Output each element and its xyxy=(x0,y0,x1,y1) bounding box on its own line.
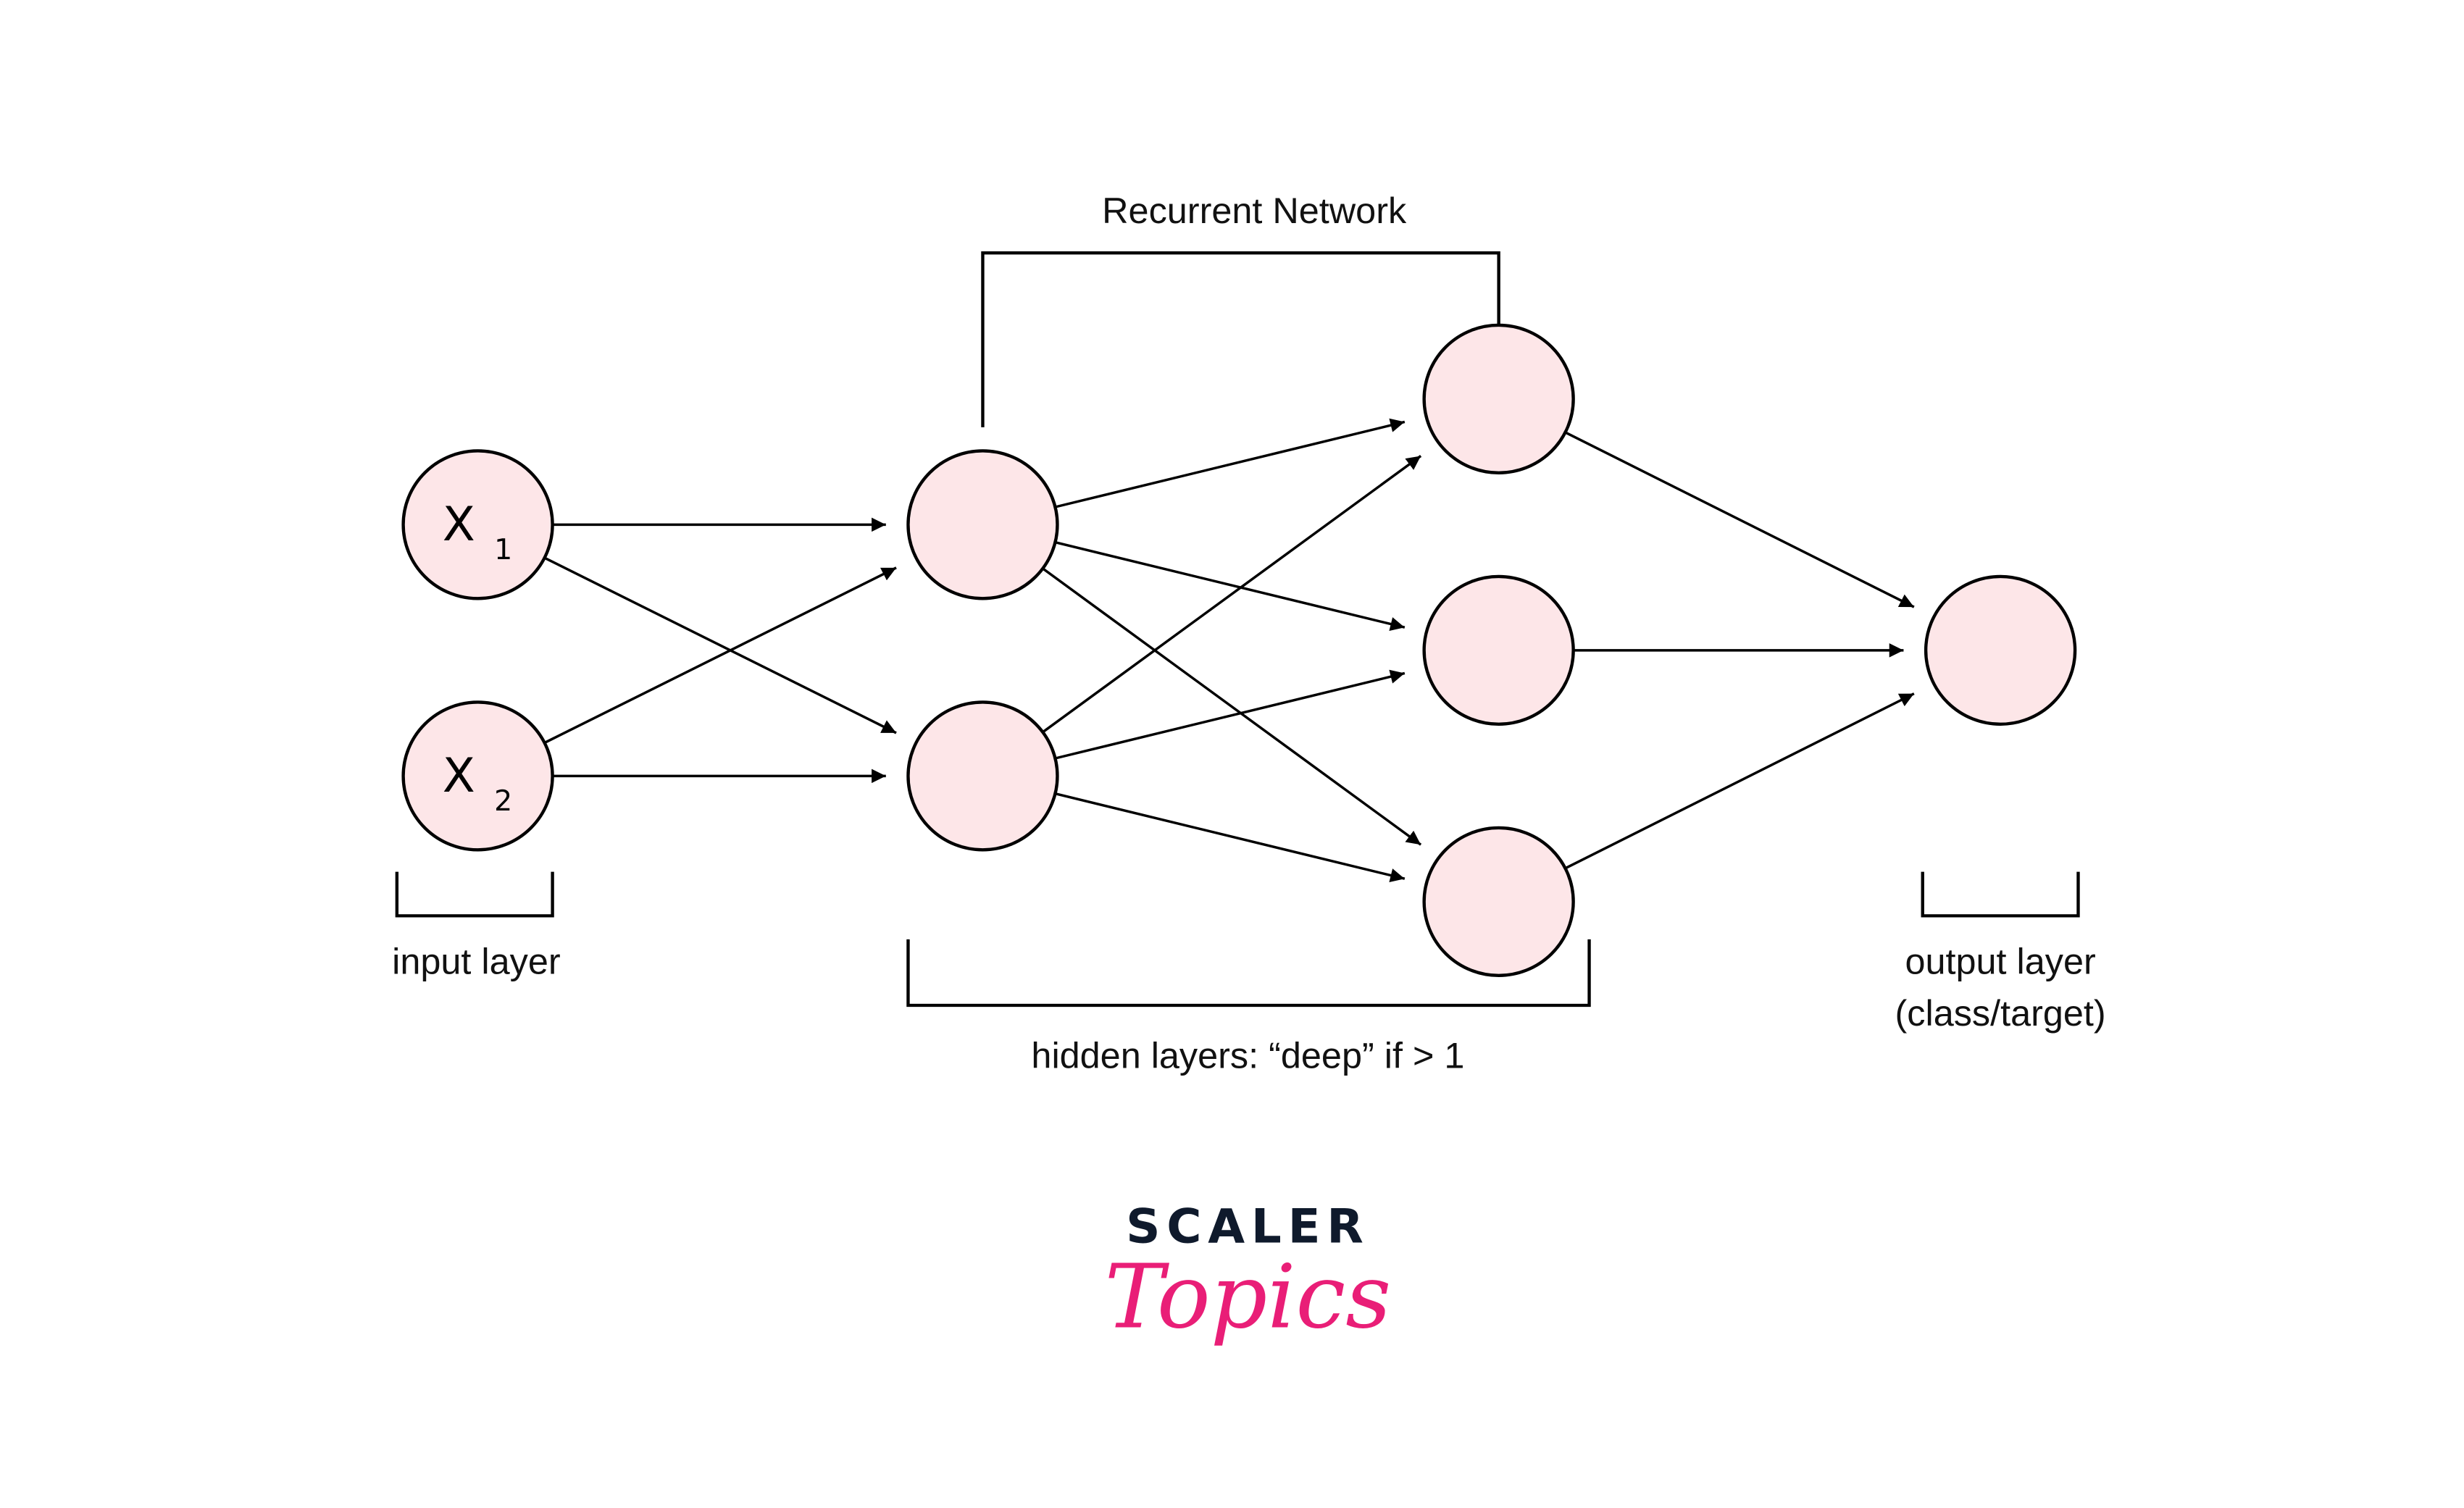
output-layer-sublabel: (class/target) xyxy=(1895,993,2106,1034)
node-h2a xyxy=(1422,323,1575,474)
node-h1a xyxy=(906,449,1059,600)
recurrent-network-title: Recurrent Network xyxy=(1102,190,1407,231)
hidden-layers-label: hidden layers: “deep” if > 1 xyxy=(1031,1036,1464,1076)
edge-h2a-to-out xyxy=(1564,431,1915,608)
brand-topics: Topics xyxy=(1105,1246,1392,1348)
input-layer-bracket xyxy=(395,871,554,918)
output-layer-bracket xyxy=(1921,871,2080,918)
node-h1b xyxy=(906,700,1059,852)
hidden-layers-bracket xyxy=(906,939,1591,1008)
recurrent-link-bracket xyxy=(981,251,1500,427)
input-layer-label: input layer xyxy=(392,942,560,982)
edge-h1a-to-h2a xyxy=(1055,418,1406,508)
edge-h1b-to-h2a xyxy=(1042,455,1422,734)
edge-h1a-to-h2c xyxy=(1042,567,1422,846)
edge-x1-to-h1b xyxy=(543,556,897,734)
brand-scaler: SCALER xyxy=(1126,1199,1369,1254)
node-label-x2: X xyxy=(443,748,475,803)
edge-h1b-to-h2b xyxy=(1055,669,1406,760)
edge-x2-to-h1a xyxy=(543,566,897,745)
output-layer-label: output layer xyxy=(1905,942,2095,982)
node-h2c xyxy=(1422,826,1575,977)
node-subscript-x1: 1 xyxy=(494,534,512,566)
node-label-x1: X xyxy=(443,497,475,552)
node-out xyxy=(1924,574,2077,726)
edge-h2c-to-out xyxy=(1564,692,1915,870)
node-subscript-x2: 2 xyxy=(494,785,512,818)
edge-h1a-to-h2b xyxy=(1055,541,1406,632)
edges-group xyxy=(543,418,1915,883)
scaler-topics-logo: SCALER Topics xyxy=(1105,1199,1392,1349)
node-x1 xyxy=(401,449,554,600)
edge-h1b-to-h2c xyxy=(1055,792,1406,883)
node-h2b xyxy=(1422,574,1575,726)
node-x2 xyxy=(401,700,554,852)
